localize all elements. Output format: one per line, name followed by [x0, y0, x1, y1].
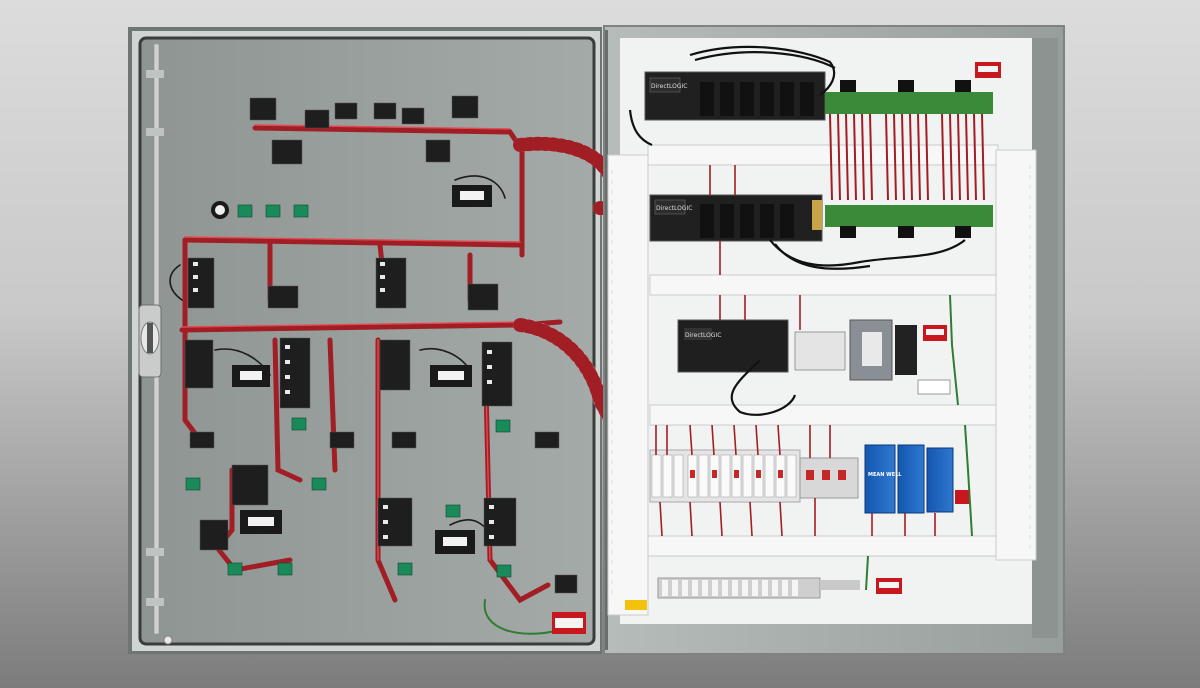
plc-small: DirectLOGIC: [677, 319, 917, 381]
black-cables: [628, 45, 966, 416]
din-rail-breakers: [649, 449, 859, 503]
plc-top-brand: DirectLOGIC: [651, 83, 687, 90]
psu-brand: MEAN WELL: [868, 472, 902, 478]
breaker-wiring: [655, 165, 936, 537]
plc-rack-top: DirectLOGIC: [644, 71, 826, 121]
terminal-block-upper: [825, 80, 993, 238]
door-devices: [184, 95, 586, 634]
power-supplies: MEAN WELL: [864, 444, 954, 514]
plc-small-brand: DirectLOGIC: [685, 332, 721, 339]
plc-rack-mid: DirectLOGIC: [649, 194, 823, 242]
bottom-terminal-strip: [625, 577, 860, 610]
info-label: [917, 379, 951, 395]
door-handle: [138, 304, 162, 378]
plc-mid-brand: DirectLOGIC: [656, 205, 692, 212]
